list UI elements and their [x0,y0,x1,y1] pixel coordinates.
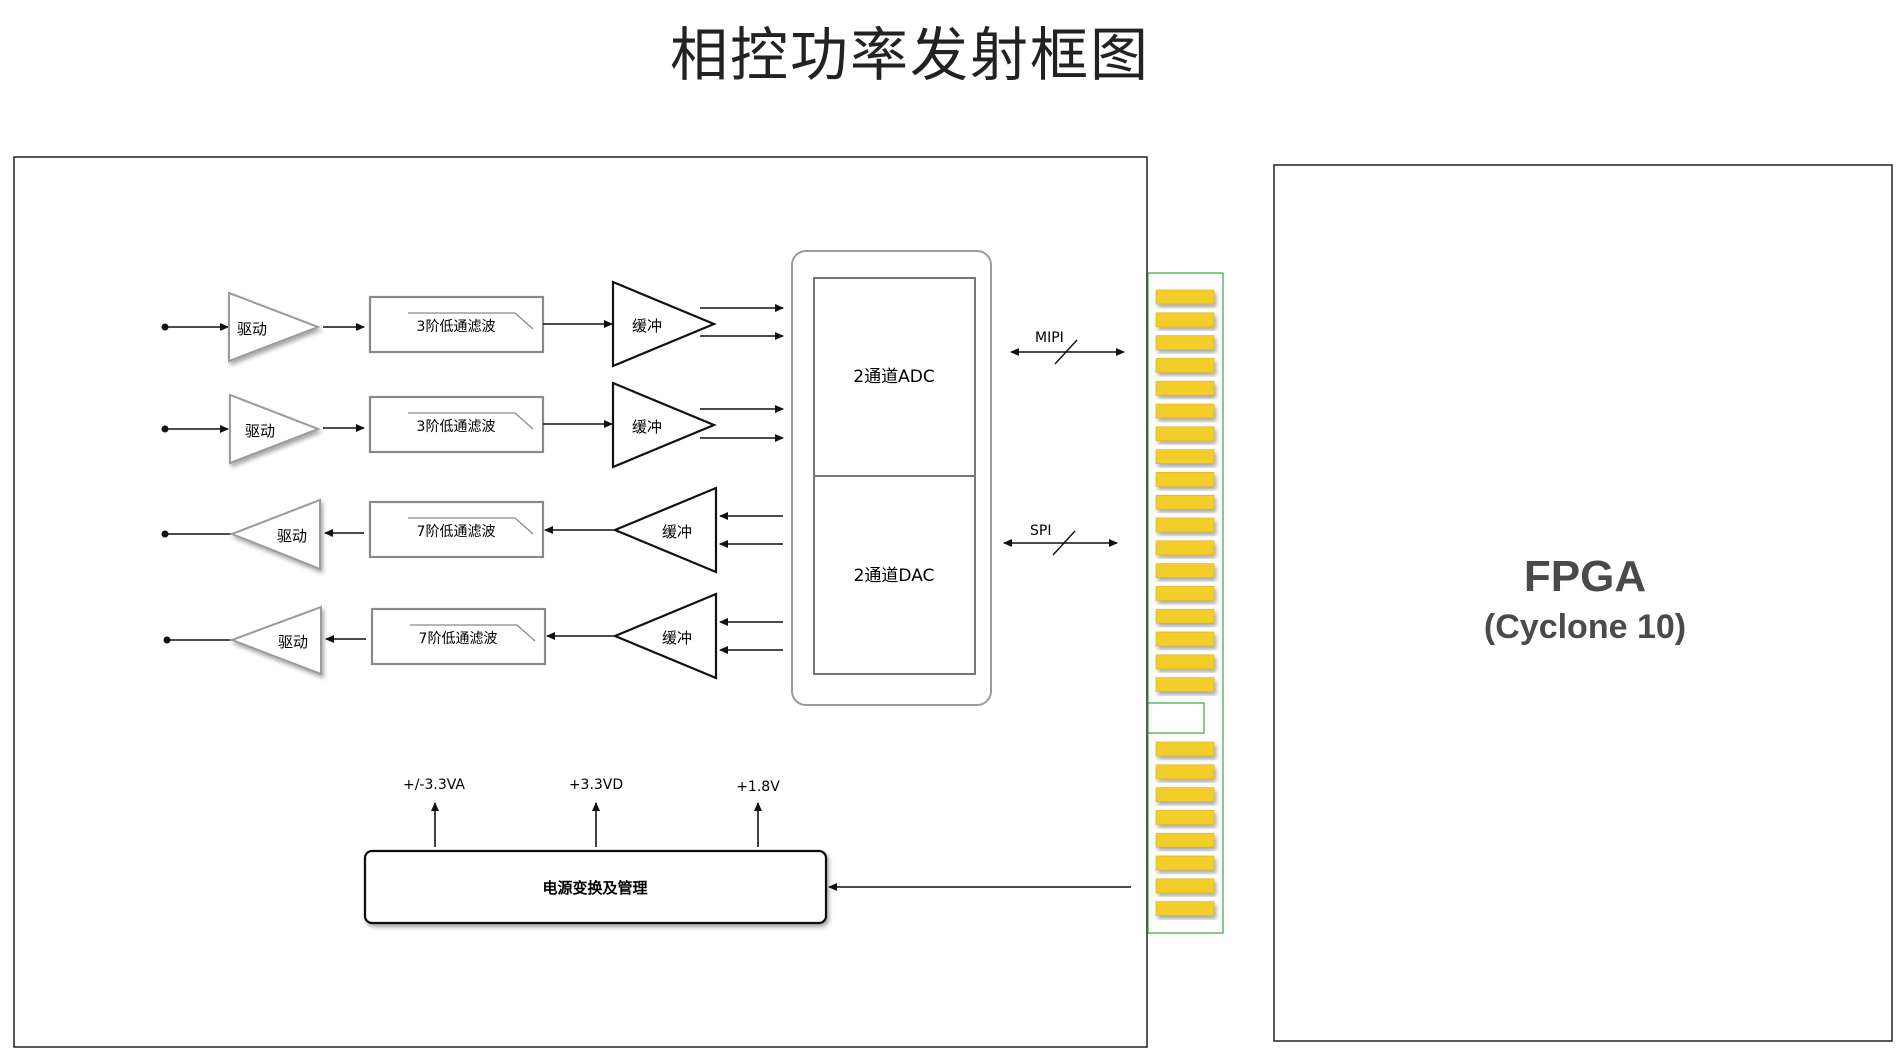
buffer-amplifier [612,592,718,680]
mipi-bus: MIPI [1010,330,1125,365]
connector-pins-top [1155,289,1215,692]
connector-key-notch [1147,702,1205,734]
driver-label: 驱动 [278,633,308,651]
adc-label: 2通道ADC [853,367,934,387]
connector-pin [1155,449,1215,464]
channel-3: 驱动 7阶低通滤波 缓冲 [161,486,783,574]
connector-pin [1155,426,1215,442]
driver-label: 驱动 [237,320,267,338]
connector-pin [1155,289,1215,305]
spi-bus: SPI [1003,523,1118,556]
buffer-label: 缓冲 [632,317,662,335]
buffer-label: 缓冲 [632,418,662,436]
connector-pin [1155,832,1215,848]
diagram-title: 相控功率发射框图 [669,21,1150,89]
power-section: 电源变换及管理 +/-3.3VA +3.3VD +1.8V [363,777,1131,925]
connector-pin [1155,878,1215,894]
connector-pin [1155,312,1215,328]
driver-amplifier [229,605,322,676]
connector-pin [1155,901,1215,916]
connector-pin [1155,494,1215,510]
dac-label: 2通道DAC [854,566,935,586]
driver-amplifier [228,291,321,363]
connector-pin [1155,855,1215,871]
connector-pin [1155,741,1215,757]
mipi-label: MIPI [1035,330,1064,346]
filter-response-icon [408,517,534,535]
lowpass-filter [368,500,545,559]
driver-amplifier [229,393,321,465]
connector-pin [1155,764,1215,780]
connector-pin [1155,586,1215,601]
driver-amplifier [229,498,321,571]
lowpass-filter [368,395,545,454]
connector-pins-bottom [1155,741,1215,916]
connector-pin [1155,358,1215,373]
buffer-label: 缓冲 [662,629,692,647]
filter-label: 7阶低通滤波 [417,524,496,540]
driver-label: 驱动 [277,527,307,545]
connector-pin [1155,540,1215,556]
connector-pin [1155,677,1215,692]
connector-pin [1155,335,1215,350]
connector-pin [1155,654,1215,670]
connector-pin [1155,517,1215,533]
channel-1: 驱动 3阶低通滤波 缓冲 [161,280,784,368]
rail-label-3v3a: +/-3.3VA [403,777,465,793]
buffer-amplifier [611,381,717,469]
connector-pin [1155,563,1215,578]
filter-label: 3阶低通滤波 [417,319,496,335]
rail-label-1v8: +1.8V [736,779,780,795]
connector-pin [1155,380,1215,396]
filter-response-icon [410,624,536,642]
buffer-label: 缓冲 [662,523,692,541]
dac-block [813,475,976,675]
fpga-name: FPGA [1523,552,1647,601]
edge-connector [1147,272,1224,934]
filter-response-icon [408,312,534,330]
driver-label: 驱动 [245,422,275,440]
connector-pin [1155,608,1215,624]
fpga-model: (Cyclone 10) [1483,608,1687,646]
fpga-box [1273,164,1893,1042]
board-outline [13,156,1148,1048]
connector-pin [1155,787,1215,802]
filter-response-icon [408,412,534,430]
filter-label: 3阶低通滤波 [417,419,496,435]
buffer-amplifier [612,486,718,574]
connector-pin [1155,810,1215,825]
adc-block [813,277,976,477]
lowpass-filter [370,607,547,666]
rail-label-3v3d: +3.3VD [569,777,623,793]
filter-label: 7阶低通滤波 [419,631,498,647]
channel-4: 驱动 7阶低通滤波 缓冲 [163,592,783,680]
buffer-amplifier [611,280,717,368]
spi-label: SPI [1030,523,1051,539]
connector-pin [1155,403,1215,419]
connector-pin [1155,631,1215,647]
power-management-block [363,849,828,925]
power-block-label: 电源变换及管理 [542,879,647,897]
connector-pin [1155,472,1215,487]
channel-2: 驱动 3阶低通滤波 缓冲 [161,381,784,469]
